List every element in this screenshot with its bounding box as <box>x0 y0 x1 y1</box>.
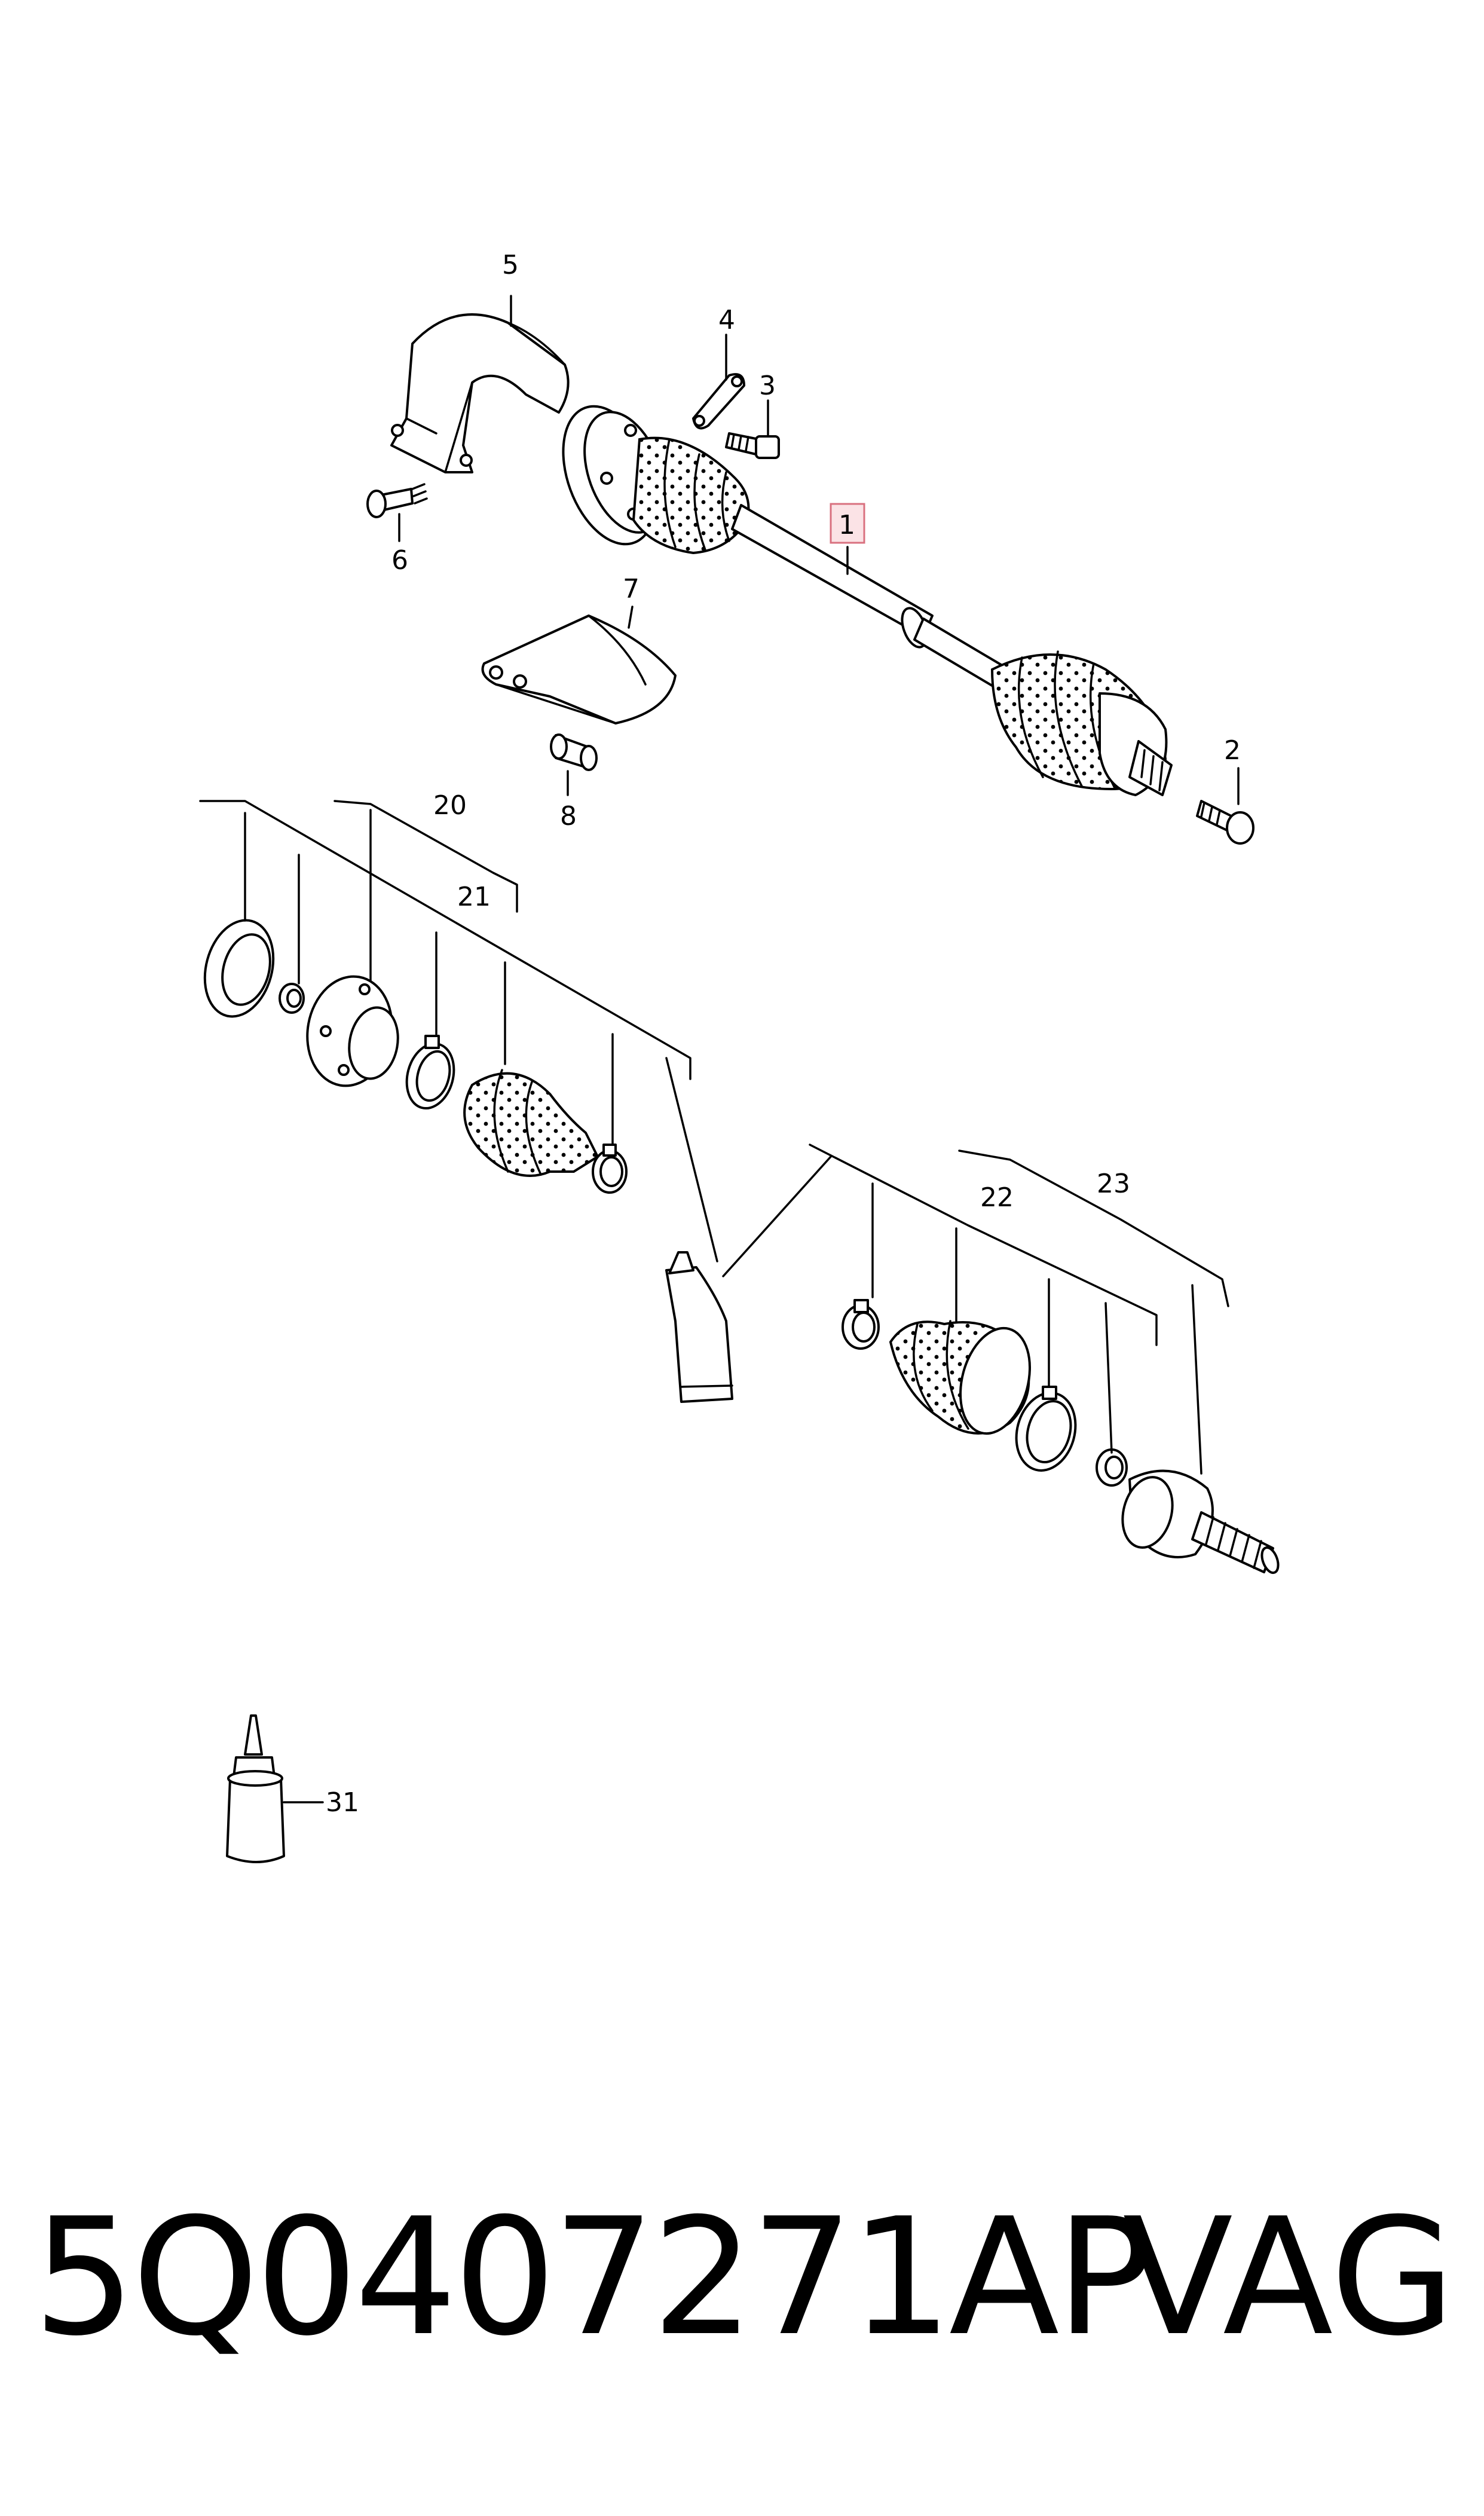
drive-shaft-part-1 <box>562 405 1173 796</box>
inner-joint-kit <box>203 919 628 1194</box>
exploded-parts-diagram: 1 2 3 4 5 6 7 8 20 21 22 23 31 <box>199 250 1280 1863</box>
bolt-part-6 <box>366 483 428 518</box>
bolt-part-3 <box>725 432 780 459</box>
heat-shield-part-5 <box>390 313 570 473</box>
part-1-highlight-box <box>830 503 865 544</box>
leader-lines <box>199 295 1240 1803</box>
callout-2: 2 <box>1224 735 1241 766</box>
callout-31: 31 <box>326 1787 359 1818</box>
part-number: 5Q0407271AP <box>33 2183 1153 2371</box>
callout-20: 20 <box>433 790 467 821</box>
outer-joint-kit <box>842 1299 1280 1575</box>
footer: 5Q0407271AP VAG <box>33 2188 1455 2367</box>
heat-shield-part-7 <box>481 615 677 724</box>
brand-name: VAG <box>1122 2183 1455 2371</box>
callout-8: 8 <box>560 801 577 831</box>
bolt-part-2 <box>1196 800 1254 845</box>
callout-7: 7 <box>623 574 640 604</box>
callout-23: 23 <box>1097 1169 1130 1199</box>
grease-tube <box>665 1251 733 1403</box>
callout-5: 5 <box>502 250 519 280</box>
callout-1: 1 <box>839 510 855 540</box>
callout-3: 3 <box>759 371 776 401</box>
sealant-bottle-part-31 <box>226 1714 285 1863</box>
lock-plate-part-4 <box>692 373 745 430</box>
callout-21: 21 <box>457 882 491 912</box>
callout-6: 6 <box>391 545 408 576</box>
callout-22: 22 <box>980 1182 1014 1213</box>
nut-part-8 <box>550 733 598 771</box>
callout-labels: 1 2 3 4 5 6 7 8 20 21 22 23 31 <box>326 250 1241 1818</box>
callout-4: 4 <box>718 305 735 335</box>
